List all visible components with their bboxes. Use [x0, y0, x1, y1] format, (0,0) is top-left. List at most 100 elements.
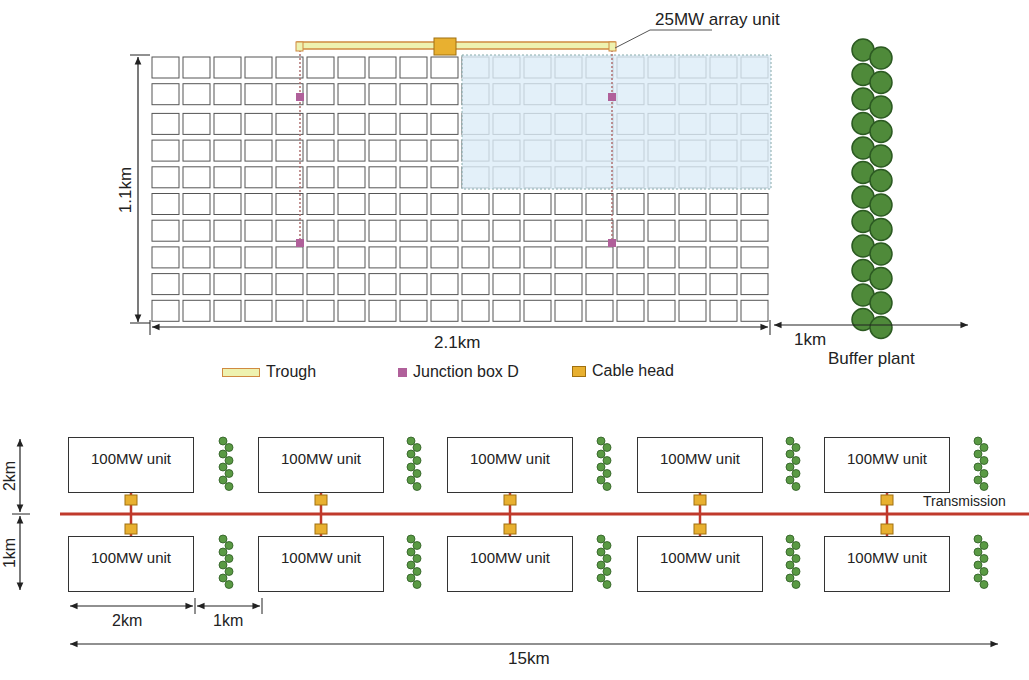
panel-cell — [183, 57, 210, 78]
panel-cell — [183, 220, 210, 241]
panel-cell — [214, 220, 241, 241]
panel-cell — [245, 247, 272, 268]
panel-cell — [369, 220, 396, 241]
tree — [792, 483, 800, 491]
panel-cell — [586, 194, 613, 215]
panel-cell — [679, 220, 706, 241]
panel-cell — [617, 300, 644, 321]
panel-cell — [369, 57, 396, 78]
tree — [980, 444, 988, 452]
panel-cell — [462, 194, 489, 215]
dimension-label: 15km — [508, 650, 550, 669]
cable-head — [504, 524, 516, 534]
legend-entry: Junction box D — [398, 363, 519, 381]
panel-cell — [307, 194, 334, 215]
unit-label: 100MW unit — [91, 450, 171, 467]
panel-cell — [369, 84, 396, 105]
tree — [413, 483, 421, 491]
dimension-label: 1km — [213, 612, 243, 630]
dimension-label: 1km — [794, 331, 826, 350]
cable-head — [694, 524, 706, 534]
panel-cell — [462, 274, 489, 295]
panel-cell — [679, 247, 706, 268]
panel-cell — [741, 274, 768, 295]
panel-cell — [152, 57, 179, 78]
panel-cell — [214, 300, 241, 321]
tree — [407, 561, 415, 569]
cable-run — [611, 50, 613, 243]
legend-entry: Trough — [222, 363, 316, 381]
panel-cell — [338, 220, 365, 241]
panel-cell — [462, 247, 489, 268]
panel-cell — [152, 247, 179, 268]
tree — [407, 450, 415, 458]
tree — [219, 450, 227, 458]
tree — [225, 470, 233, 478]
panel-cell — [245, 84, 272, 105]
tree — [413, 470, 421, 478]
panel-cell — [152, 167, 179, 188]
panel-cell — [338, 113, 365, 134]
tree — [603, 444, 611, 452]
tree — [407, 535, 415, 543]
tree — [870, 219, 892, 241]
panel-cell — [214, 274, 241, 295]
panel-cell — [276, 113, 303, 134]
panel-cell — [183, 113, 210, 134]
panel-cell — [400, 113, 427, 134]
panel-cell — [586, 220, 613, 241]
panel-cell — [431, 140, 458, 161]
panel-cell — [307, 140, 334, 161]
panel-cell — [648, 220, 675, 241]
panel-cell — [369, 194, 396, 215]
junction-box — [296, 239, 304, 247]
tree — [219, 463, 227, 471]
tree — [786, 437, 794, 445]
unit-label: 100MW unit — [470, 549, 550, 566]
panel-cell — [183, 140, 210, 161]
callout-label: Buffer plant — [828, 350, 915, 369]
tree — [225, 581, 233, 589]
panel-cell — [617, 220, 644, 241]
tree — [603, 542, 611, 550]
panel-cell — [617, 247, 644, 268]
tree — [225, 542, 233, 550]
dimension-line — [19, 439, 20, 512]
tree — [225, 444, 233, 452]
tree — [786, 561, 794, 569]
panel-cell — [338, 300, 365, 321]
tree — [786, 476, 794, 484]
dimension-line — [774, 324, 968, 325]
dimension-line — [152, 326, 768, 327]
panel-cell — [276, 220, 303, 241]
panel-cell — [214, 167, 241, 188]
panel-cell — [152, 140, 179, 161]
tree — [219, 548, 227, 556]
legend-text: Cable head — [592, 362, 674, 380]
tree — [786, 574, 794, 582]
unit-label: 100MW unit — [660, 549, 740, 566]
cable-run — [299, 50, 301, 243]
panel-cell — [338, 57, 365, 78]
panel-cell — [431, 274, 458, 295]
panel-cell — [400, 57, 427, 78]
tree — [974, 548, 982, 556]
tree — [786, 535, 794, 543]
callout-label: 25MW array unit — [655, 11, 780, 30]
tree — [792, 542, 800, 550]
tree — [870, 317, 892, 339]
panel-cell — [431, 194, 458, 215]
panel-cell — [307, 84, 334, 105]
panel-cell — [431, 220, 458, 241]
panel-cell — [214, 140, 241, 161]
callout-label: Transmission — [921, 494, 1008, 509]
legend-swatch — [398, 368, 407, 377]
legend-swatch — [222, 368, 260, 377]
tree — [980, 581, 988, 589]
tree — [792, 470, 800, 478]
panel-cell — [369, 247, 396, 268]
tree — [870, 47, 892, 69]
panel-cell — [400, 220, 427, 241]
unit-label: 100MW unit — [91, 549, 171, 566]
cable-head — [125, 524, 137, 534]
